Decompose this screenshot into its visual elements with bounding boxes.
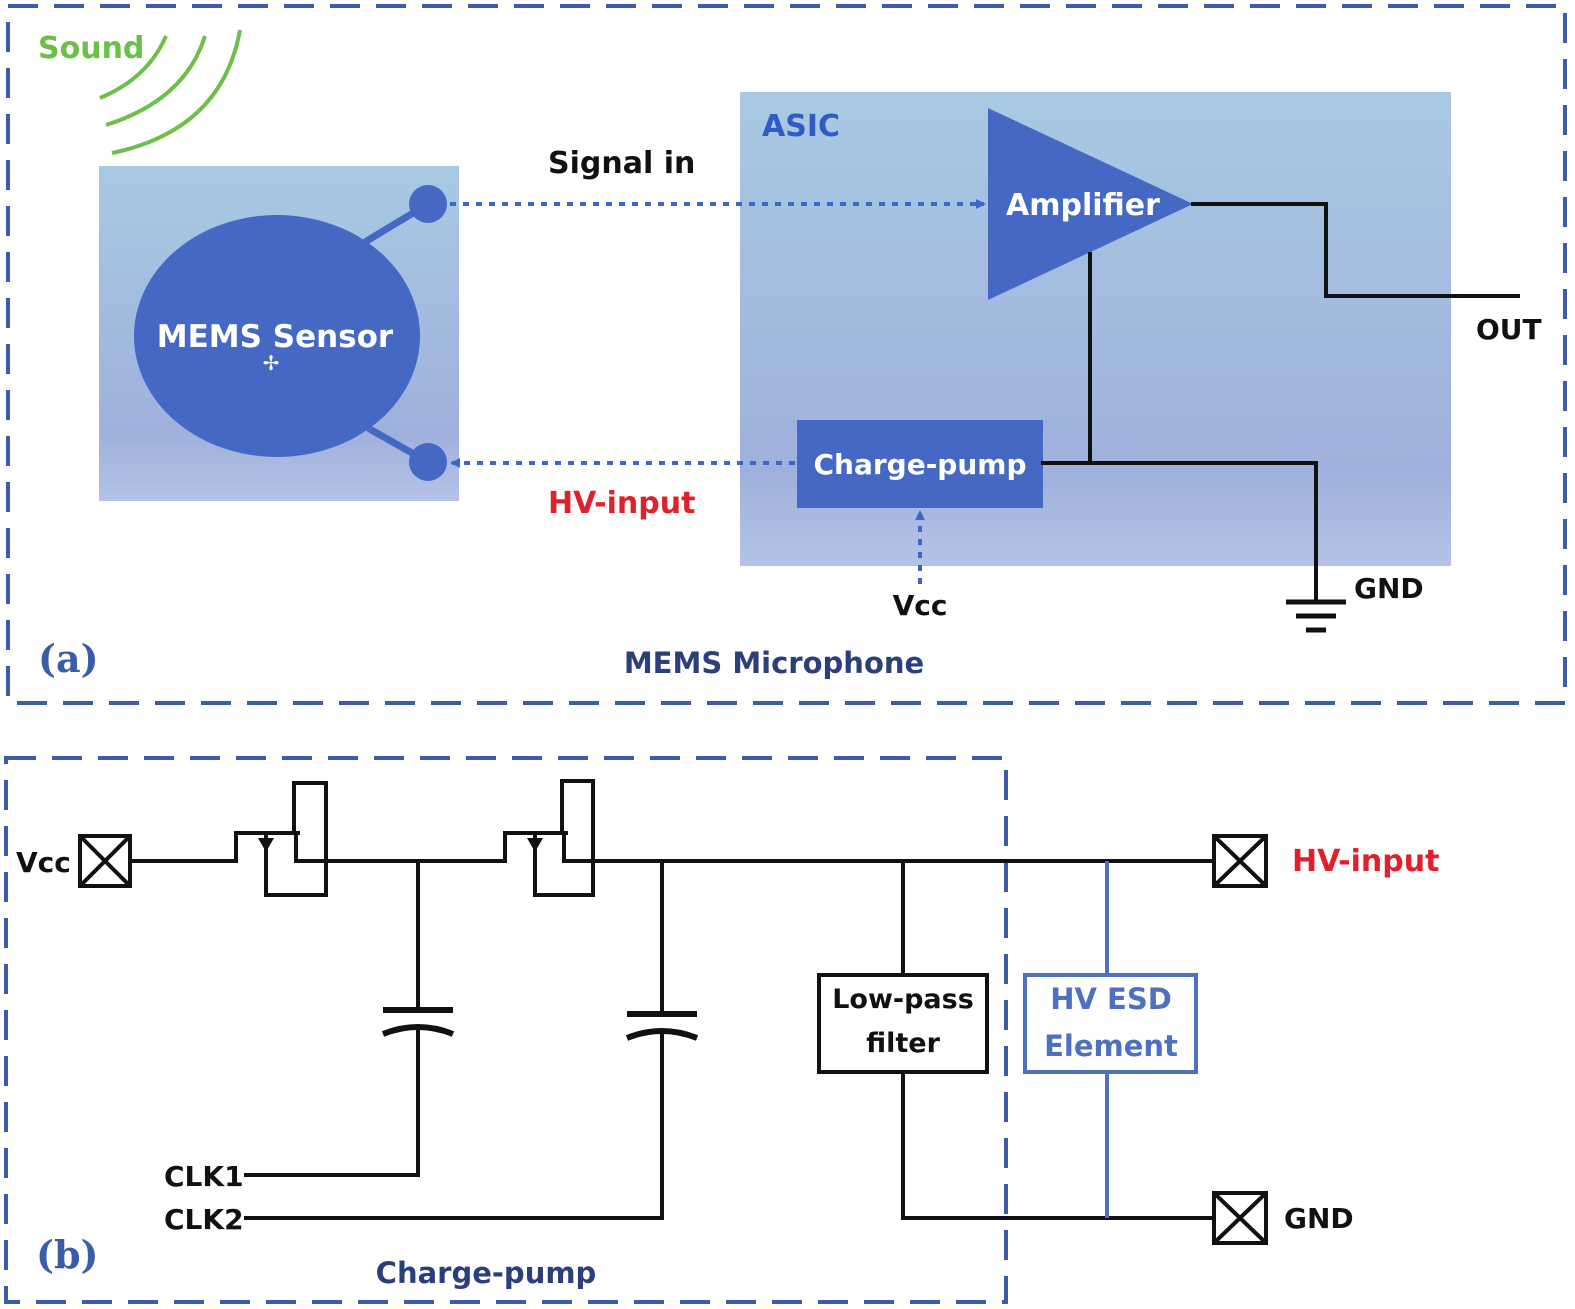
clk1-label: CLK1: [164, 1160, 244, 1193]
sensor-signal-terminal: [409, 185, 447, 223]
gnd-pad-icon: [1212, 1191, 1268, 1245]
vcc-label-b: Vcc: [16, 846, 71, 879]
panel-a-tag: (a): [38, 636, 99, 681]
amplifier-label: Amplifier: [1006, 188, 1160, 223]
vcc-pad-icon: [78, 834, 132, 888]
hv-input-label-b: HV-input: [1292, 844, 1439, 879]
charge-pump-block: [797, 420, 1043, 508]
gnd-label-b: GND: [1284, 1202, 1354, 1235]
esd-line-1: HV ESD: [1050, 982, 1172, 1016]
sound-label: Sound: [38, 31, 144, 66]
mems-sensor-membrane: [134, 215, 420, 457]
lpf-line-2: filter: [866, 1028, 940, 1059]
lpf-line-1: Low-pass: [832, 984, 974, 1015]
gnd-label-a: GND: [1354, 572, 1424, 605]
ground-wire: [1041, 461, 1318, 602]
panel-a-caption: MEMS Microphone: [624, 646, 924, 680]
asic-label: ASIC: [762, 109, 840, 144]
clk2-label: CLK2: [164, 1203, 244, 1236]
esd-line-2: Element: [1044, 1029, 1178, 1063]
panel-b: Vcc CLK1: [4, 756, 1439, 1304]
mosfet-2-icon: [503, 779, 595, 897]
panel-a-frame: [6, 4, 1567, 705]
amplifier-triangle: [988, 108, 1193, 300]
panel-b-frame: [4, 756, 1008, 1304]
hv-input-label-a: HV-input: [548, 486, 695, 521]
signal-in-label: Signal in: [548, 146, 695, 181]
out-label: OUT: [1476, 313, 1542, 346]
hv-input-pad-icon: [1212, 834, 1268, 888]
mems-sensor-label: MEMS Sensor: [157, 319, 394, 355]
lpf-to-gnd-wire: [901, 1070, 1216, 1220]
capacitor-2-icon: [244, 859, 699, 1220]
low-pass-filter-box: [817, 973, 989, 1074]
vcc-label-a: Vcc: [893, 589, 948, 622]
hv-esd-element-box: [1023, 973, 1198, 1074]
panel-b-tag: (b): [36, 1232, 99, 1277]
panel-b-caption: Charge-pump: [376, 1256, 597, 1290]
panel-a: Sound MEMS Sensor ✢ ASIC Amplifier Charg…: [6, 4, 1567, 705]
output-wire: [1191, 202, 1520, 298]
sound-waves-icon: [99, 29, 242, 155]
capacitor-1-icon: [244, 859, 455, 1177]
mosfet-1-icon: [234, 781, 328, 897]
sensor-hv-terminal: [409, 443, 447, 481]
ground-symbol-icon: [1286, 599, 1346, 633]
charge-pump-label: Charge-pump: [813, 448, 1026, 481]
cursor-crosshair-icon: ✢: [263, 353, 280, 375]
